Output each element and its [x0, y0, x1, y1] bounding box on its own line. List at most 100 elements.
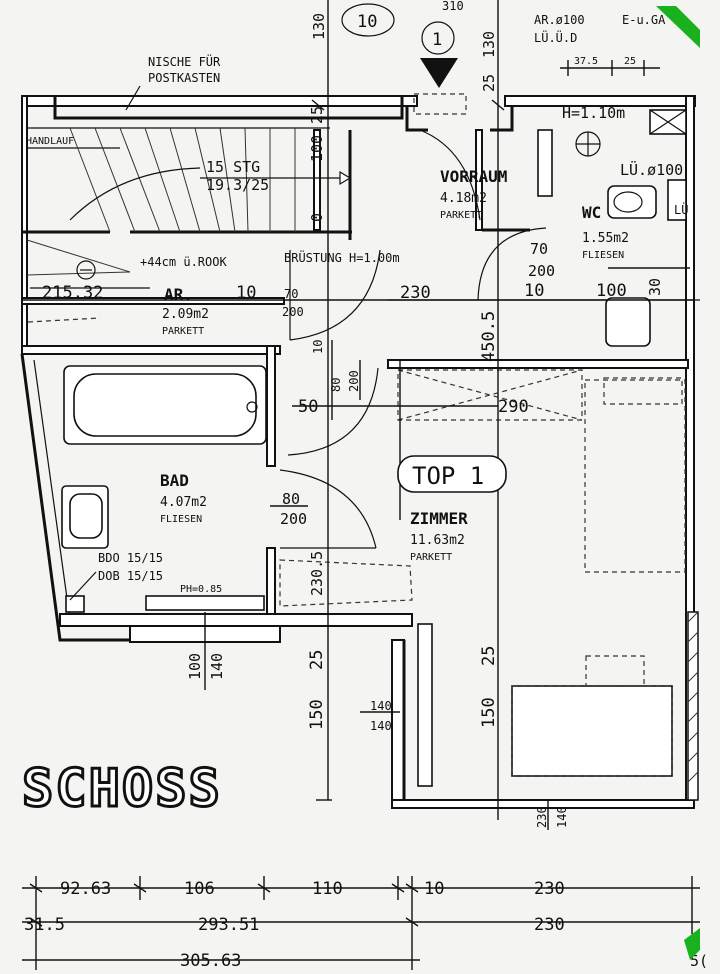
dob-label: DOB 15/15: [98, 569, 163, 583]
bottom-dim-1: 92.63: [60, 879, 111, 899]
dim-10: 10: [236, 283, 256, 303]
dim-230: 230: [400, 283, 431, 303]
bottom-dim-7: 293.51: [198, 915, 259, 935]
dim-10c: 10: [311, 340, 325, 354]
axis-marker-10: [341, 3, 395, 37]
dim-50: 50: [298, 397, 318, 417]
dim-200a: 200: [282, 305, 304, 319]
wardrobe: [584, 379, 686, 573]
dim-200d: 200: [280, 510, 307, 528]
dim-25c: 25: [307, 650, 327, 670]
dim-140d: 140: [555, 806, 569, 828]
stg-label: 15 STG: [206, 158, 260, 176]
dim-v0: 0: [308, 213, 326, 222]
bottom-dim-3: 110: [312, 879, 343, 899]
vorraum-area: 4.18m2: [440, 191, 487, 206]
h110-label: H=1.10m: [562, 104, 625, 122]
zimmer-floor: PARKETT: [410, 552, 452, 563]
dim-200b: 200: [528, 262, 555, 280]
dim-140a: 140: [208, 653, 226, 680]
wc-name: WC: [582, 203, 601, 222]
bdo-label: BDO 15/15: [98, 551, 163, 565]
ar-name: AR.: [164, 285, 193, 304]
dim-100b: 100: [186, 653, 204, 680]
dim-80b: 80: [282, 490, 300, 508]
zimmer-name: ZIMMER: [410, 509, 468, 528]
bottom-dim-4: 10: [424, 879, 444, 899]
ph-label: PH=0.85: [180, 584, 222, 595]
fan-symbol: [76, 260, 96, 280]
wc-floor: FLIESEN: [582, 250, 624, 261]
room-labels: VORRAUM 4.18m2 PARKETT WC 1.55m2 FLIESEN…: [160, 167, 629, 563]
stg-ratio-label: 19.3/25: [206, 176, 269, 194]
bottom-dimension-labels: 92.63 106 110 10 230 31.5 293.51 230 305…: [24, 879, 708, 971]
dim-70b: 70: [530, 240, 548, 258]
dim-v100: 100: [308, 135, 326, 162]
axis-marker-1: [421, 21, 455, 55]
ar-top-label: AR.ø100: [534, 13, 585, 27]
top-cut-label: 310: [442, 0, 464, 13]
dim-70a: 70: [284, 287, 298, 301]
dim-4505: 450.5: [479, 311, 499, 362]
top1-label: TOP 1: [412, 462, 484, 490]
dim-25-top-label: 25: [624, 56, 636, 67]
nische-label: NISCHE FÜR: [148, 53, 221, 69]
dim-215: 215.32: [42, 283, 103, 303]
top1-badge: [397, 455, 507, 493]
header-labels: 310 130 10 1 AR.ø100 LÜ.Ü.D E-u.GA 37.5 …: [310, 0, 666, 92]
bottom-dim-8: 230: [534, 915, 565, 935]
axis-1-label: 1: [432, 30, 442, 50]
dim-30: 30: [646, 278, 664, 296]
handlauf-label: HANDLAUF: [26, 136, 74, 147]
dimension-lines: [22, 0, 700, 970]
dim-230b: 230: [535, 806, 549, 828]
col-130-label: 130: [310, 13, 328, 40]
fixtures: [61, 58, 687, 777]
staircase: [26, 127, 352, 323]
dim-140b: 140: [370, 699, 392, 713]
dim-100: 100: [596, 281, 627, 301]
walls: [20, 95, 700, 809]
green-corner-markers: [656, 6, 700, 960]
door-swings: [279, 129, 547, 549]
axis-10-label: 10: [357, 12, 377, 32]
wc-basin: [607, 185, 657, 219]
dim-140c: 140: [370, 719, 392, 733]
lud-top-label: LÜ.Ü.D: [534, 29, 577, 45]
dim-25d: 25: [479, 646, 499, 666]
dim-150b: 150: [479, 697, 499, 728]
bottom-dim-9: 305.63: [180, 951, 241, 971]
lu-label: LÜ: [674, 201, 688, 217]
entrance-arrow: [420, 58, 458, 88]
toilet: [605, 297, 651, 347]
plan-labels: NISCHE FÜR POSTKASTEN HANDLAUF 15 STG 19…: [21, 53, 689, 821]
lu100-label: LÜ.ø100: [620, 160, 683, 179]
dim-200c: 200: [347, 370, 361, 392]
zimmer-area: 11.63m2: [410, 533, 465, 548]
bad-name: BAD: [160, 471, 189, 490]
dim-10b: 10: [524, 281, 544, 301]
ar-area: 2.09m2: [162, 307, 209, 322]
rook-label: +44cm ü.ROOK: [140, 255, 227, 269]
dimension-labels: 100 25 0 215.32 10 70 200 230 70 200 10 …: [42, 106, 664, 828]
bad-area: 4.07m2: [160, 495, 207, 510]
dim-375-label: 37.5: [574, 56, 598, 67]
dim-150a: 150: [307, 699, 327, 730]
vorraum-floor: PARKETT: [440, 210, 482, 221]
bottom-dim-2: 106: [184, 879, 215, 899]
bottom-corner-mark: 5(: [690, 952, 708, 970]
eu-top-label: E-u.GA: [622, 13, 666, 27]
vorraum-name: VORRAUM: [440, 167, 507, 186]
bruestung-label: BRÜSTUNG H=1.00m: [284, 249, 400, 265]
dim-2305: 230.5: [308, 551, 326, 596]
wc-area: 1.55m2: [582, 231, 629, 246]
postkasten-label: POSTKASTEN: [148, 71, 220, 85]
schoss-heading: SCHOSS: [22, 759, 222, 819]
dim-v25: 25: [308, 106, 326, 124]
dim-130b-label: 130: [480, 31, 498, 58]
dim-25b-label: 25: [480, 74, 498, 92]
bottom-dim-5: 230: [534, 879, 565, 899]
bed: [511, 685, 673, 777]
ar-floor: PARKETT: [162, 326, 204, 337]
